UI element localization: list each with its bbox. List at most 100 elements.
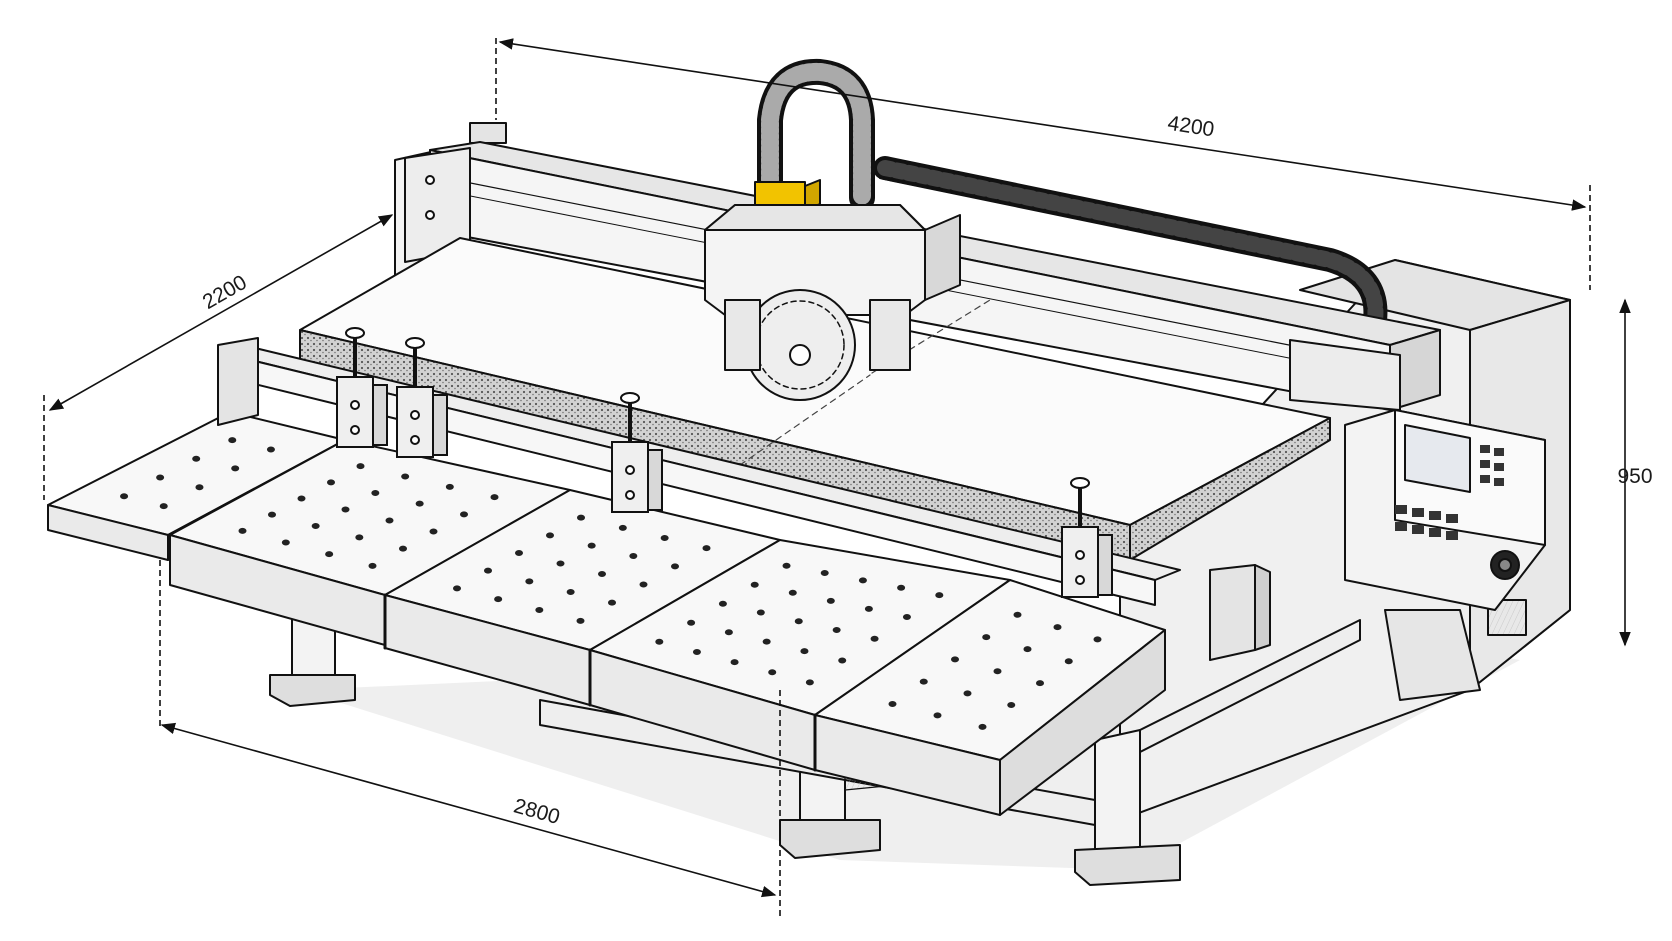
table-hole [897,584,906,591]
table-hole [1013,611,1022,618]
table-hole [963,690,972,697]
table-hole [281,539,290,546]
table-hole [399,545,407,552]
table-hole [671,563,679,570]
table-hole [692,648,701,655]
table-hole [750,581,759,588]
table-hole [935,592,944,599]
table-hole [762,638,771,645]
table-hole [484,567,492,574]
table-hole [228,437,237,444]
dim-label-height: 950 [1617,465,1652,488]
table-hole [231,465,240,472]
table-hole [639,581,648,588]
table-hole [453,585,461,592]
table-hole [341,506,350,513]
table-hole [1023,646,1032,653]
table-hole [919,678,928,685]
table-hole [978,723,987,730]
table-hole [266,446,275,453]
table-hole [826,597,835,604]
table-hole [525,578,534,585]
table-hole [655,638,664,645]
table-hole [902,613,911,620]
table-hole [566,589,575,595]
dim-label-length: 4200 [1166,112,1216,142]
dim-line-length [498,38,1587,211]
support-table [47,411,1166,816]
table-hole [156,474,165,481]
table-hole [768,669,777,676]
table-hole [311,523,320,529]
table-hole [718,600,727,607]
table-hole [325,551,334,558]
table-hole [864,605,873,612]
table-hole [356,463,365,470]
table-hole [577,514,585,521]
clamp-assembly [611,392,663,513]
table-hole [730,659,739,666]
table-segment [814,579,1166,816]
table-hole [608,599,616,606]
table-hole [355,534,364,541]
table-hole [576,617,585,624]
table-hole [800,648,809,655]
table-hole [120,493,129,500]
table-hole [832,627,841,633]
dimension-lines [43,38,1631,920]
table-hole [297,495,306,502]
table-hole [494,596,503,603]
table-hole [618,524,627,531]
table-hole [805,679,814,686]
dim-label-width: 2200 [199,271,251,314]
table-hole [687,619,696,626]
table-hole [490,494,499,501]
table-hole [445,483,454,490]
table-hole [415,500,424,507]
table-hole [788,589,797,596]
table-hole [702,545,711,552]
table-hole [368,562,377,569]
table-hole [1036,680,1044,687]
table-hole [724,629,733,636]
table-hole [782,562,791,569]
table-hole [535,607,544,613]
table-hole [982,634,991,641]
dim-line-width [48,214,394,411]
table-hole [888,700,897,707]
table-hole [756,609,765,616]
table-hole [192,455,201,462]
table-hole [820,570,829,577]
table-hole [598,571,606,577]
table-hole [515,550,523,556]
table-hole [385,517,394,524]
table-hole [327,479,335,486]
table-hole [460,511,468,518]
table-hole [429,528,438,535]
table-hole [838,657,847,664]
table-hole [870,635,879,642]
table-hole [794,618,803,625]
table-hole [238,527,247,534]
table-hole [858,577,867,584]
table-hole [993,668,1002,675]
table-hole [1093,636,1102,643]
table-hole [401,473,410,480]
table-hole [933,712,942,719]
table-holes [120,437,1102,730]
table-hole [1007,702,1016,708]
dim-line-table-length [160,722,777,898]
table-hole [951,656,959,663]
table-hole [195,484,204,491]
table-hole [268,511,276,518]
clamp-assembly [1061,477,1113,598]
table-hole [546,532,554,539]
clamp-assembly [396,337,448,458]
control-pendant-icon [1344,409,1546,611]
pendant-screen [1404,424,1471,493]
table-hole [1064,658,1073,665]
table-hole [371,490,380,496]
table-hole [587,542,596,549]
table-hole [556,560,565,567]
